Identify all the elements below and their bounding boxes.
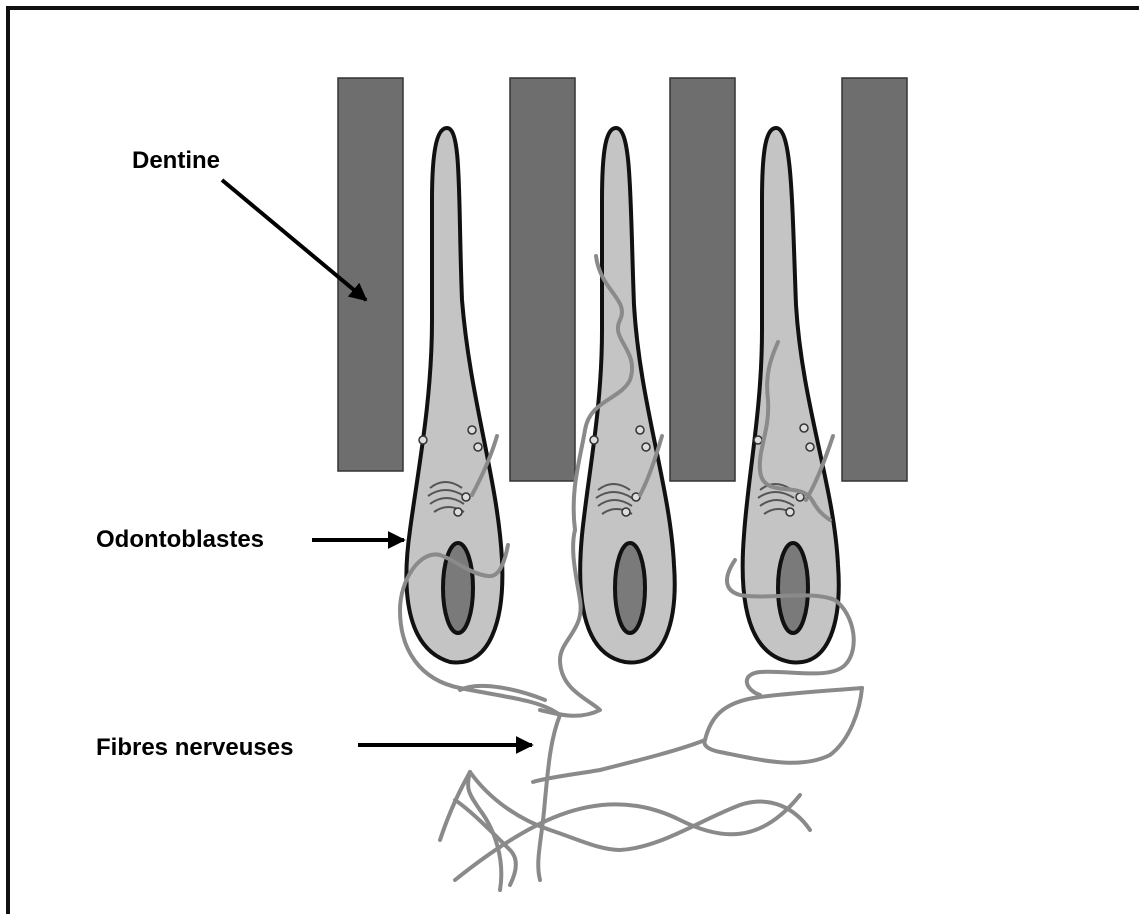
label-dentine: Dentine	[132, 147, 220, 174]
label-odontoblasts: Odontoblastes	[96, 526, 264, 553]
label-nerve-fibres: Fibres nerveuses	[96, 734, 293, 761]
odontoblast-cell	[580, 128, 675, 663]
dentine-bar	[510, 78, 575, 481]
dentine-bar	[842, 78, 907, 481]
dentine-bar	[338, 78, 403, 471]
odontoblast-cell	[406, 128, 502, 663]
odontoblast-cell	[743, 128, 839, 663]
dentine-bar	[670, 78, 735, 481]
nucleus	[615, 543, 645, 633]
nucleus	[778, 543, 808, 633]
